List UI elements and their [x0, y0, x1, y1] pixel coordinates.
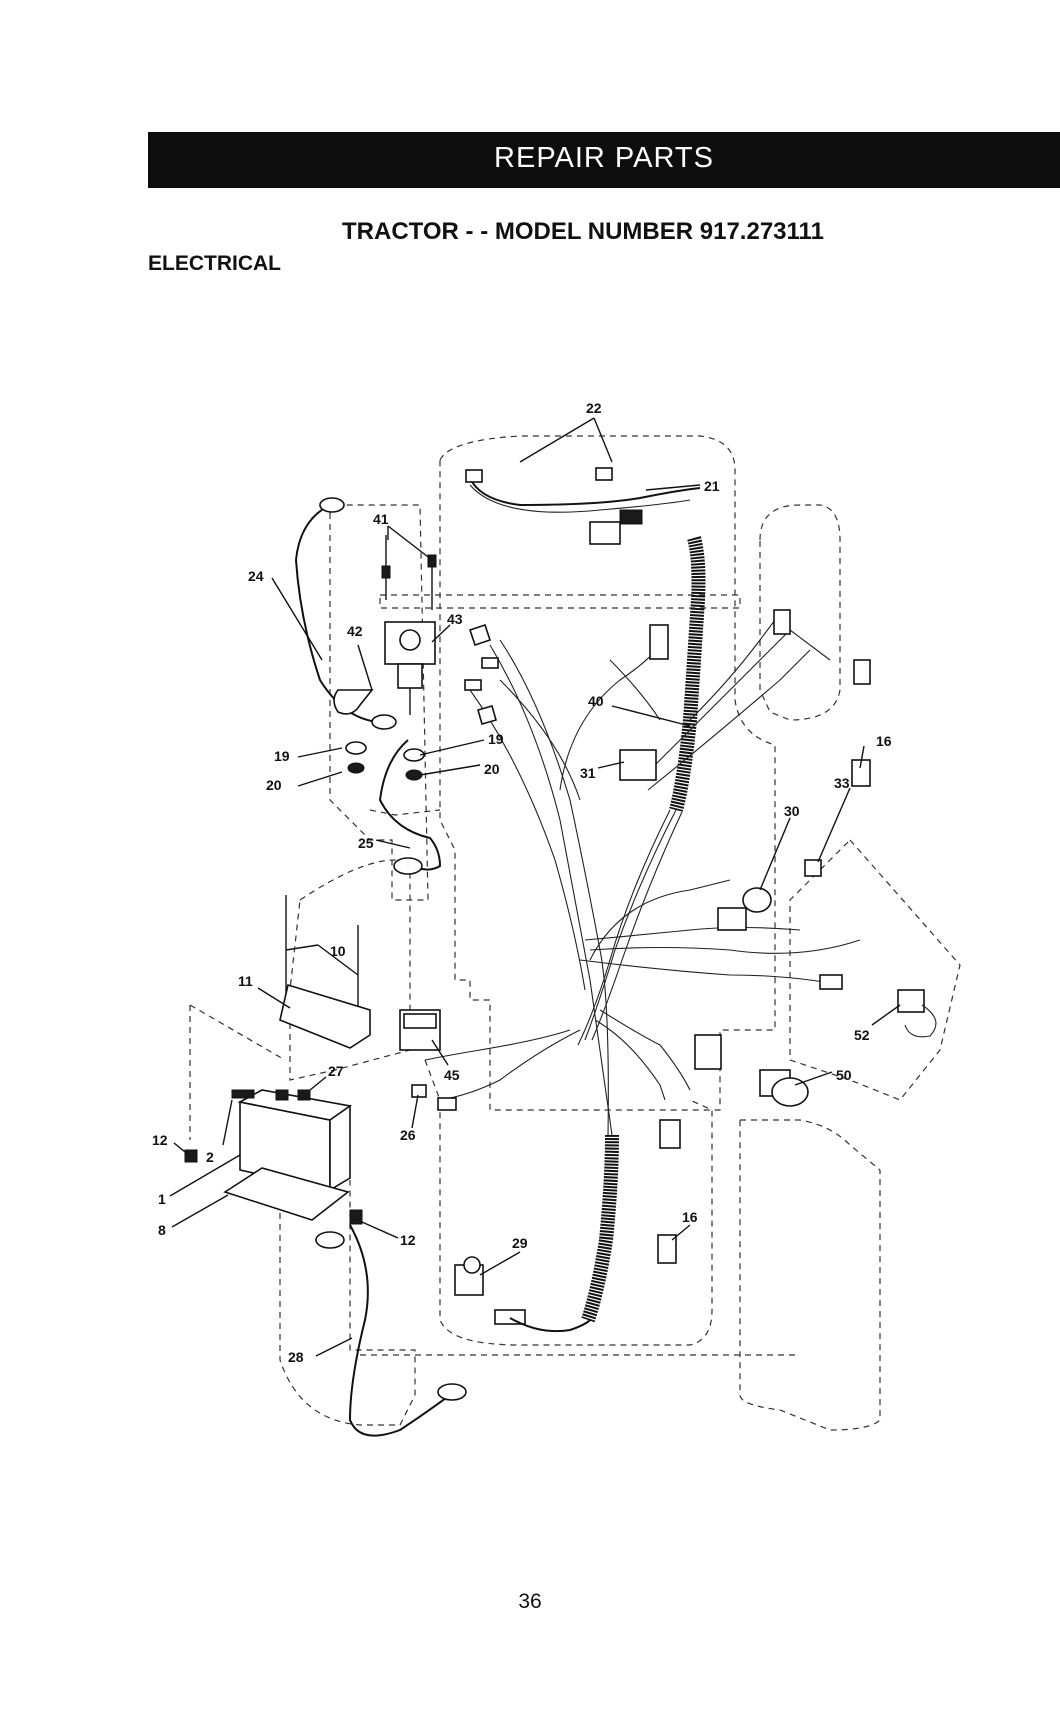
callout-26: 26 — [400, 1127, 416, 1143]
harness-plug-main — [590, 522, 620, 544]
callout-2: 2 — [206, 1149, 214, 1165]
callout-50: 50 — [836, 1067, 852, 1083]
page-number: 36 — [0, 1590, 1060, 1614]
callout-43: 43 — [447, 611, 463, 627]
relay-31 — [620, 750, 656, 780]
callout-40: 40 — [588, 693, 604, 709]
callout-19-left: 19 — [274, 748, 290, 764]
callout-20-right: 20 — [484, 761, 500, 777]
callout-1: 1 — [158, 1191, 166, 1207]
headlight-connector-right — [596, 468, 612, 480]
callout-21: 21 — [704, 478, 720, 494]
wire-harness-coil — [588, 538, 699, 1320]
connector-52 — [898, 990, 924, 1012]
callout-12-right: 12 — [400, 1232, 416, 1248]
callout-30: 30 — [784, 803, 800, 819]
callout-10: 10 — [330, 943, 346, 959]
switch-33 — [805, 860, 821, 876]
callout-31: 31 — [580, 765, 596, 781]
headlight-connector-left — [466, 470, 482, 482]
callout-labels: 22 21 41 24 43 42 40 19 19 20 20 25 31 1… — [152, 400, 892, 1365]
solenoid-assembly — [296, 498, 440, 874]
headlight-wire — [466, 468, 700, 544]
callout-25: 25 — [358, 835, 374, 851]
callout-28: 28 — [288, 1349, 304, 1365]
callout-24: 24 — [248, 568, 264, 584]
solenoid-boot — [334, 690, 372, 714]
callout-20-left: 20 — [266, 777, 282, 793]
callout-8: 8 — [158, 1222, 166, 1238]
callout-52: 52 — [854, 1027, 870, 1043]
wire-harness-bundle — [425, 620, 860, 1135]
callout-42: 42 — [347, 623, 363, 639]
callout-45: 45 — [444, 1067, 460, 1083]
callout-27: 27 — [328, 1063, 344, 1079]
connector-40 — [650, 625, 668, 659]
callout-11: 11 — [238, 973, 253, 989]
callout-33: 33 — [834, 775, 850, 791]
harness-plug-top — [620, 510, 642, 524]
tractor-outline — [190, 436, 960, 1430]
switch-30 — [743, 888, 771, 912]
callout-29: 29 — [512, 1235, 528, 1251]
callout-16-bottom: 16 — [682, 1209, 698, 1225]
callout-22: 22 — [586, 400, 602, 416]
callout-16-top: 16 — [876, 733, 892, 749]
callout-41: 41 — [373, 511, 389, 527]
battery-hold-down — [280, 985, 370, 1048]
battery-assembly — [185, 895, 466, 1436]
connectors-misc — [400, 610, 936, 1331]
callout-19-right: 19 — [488, 731, 504, 747]
callout-12-left: 12 — [152, 1132, 168, 1148]
